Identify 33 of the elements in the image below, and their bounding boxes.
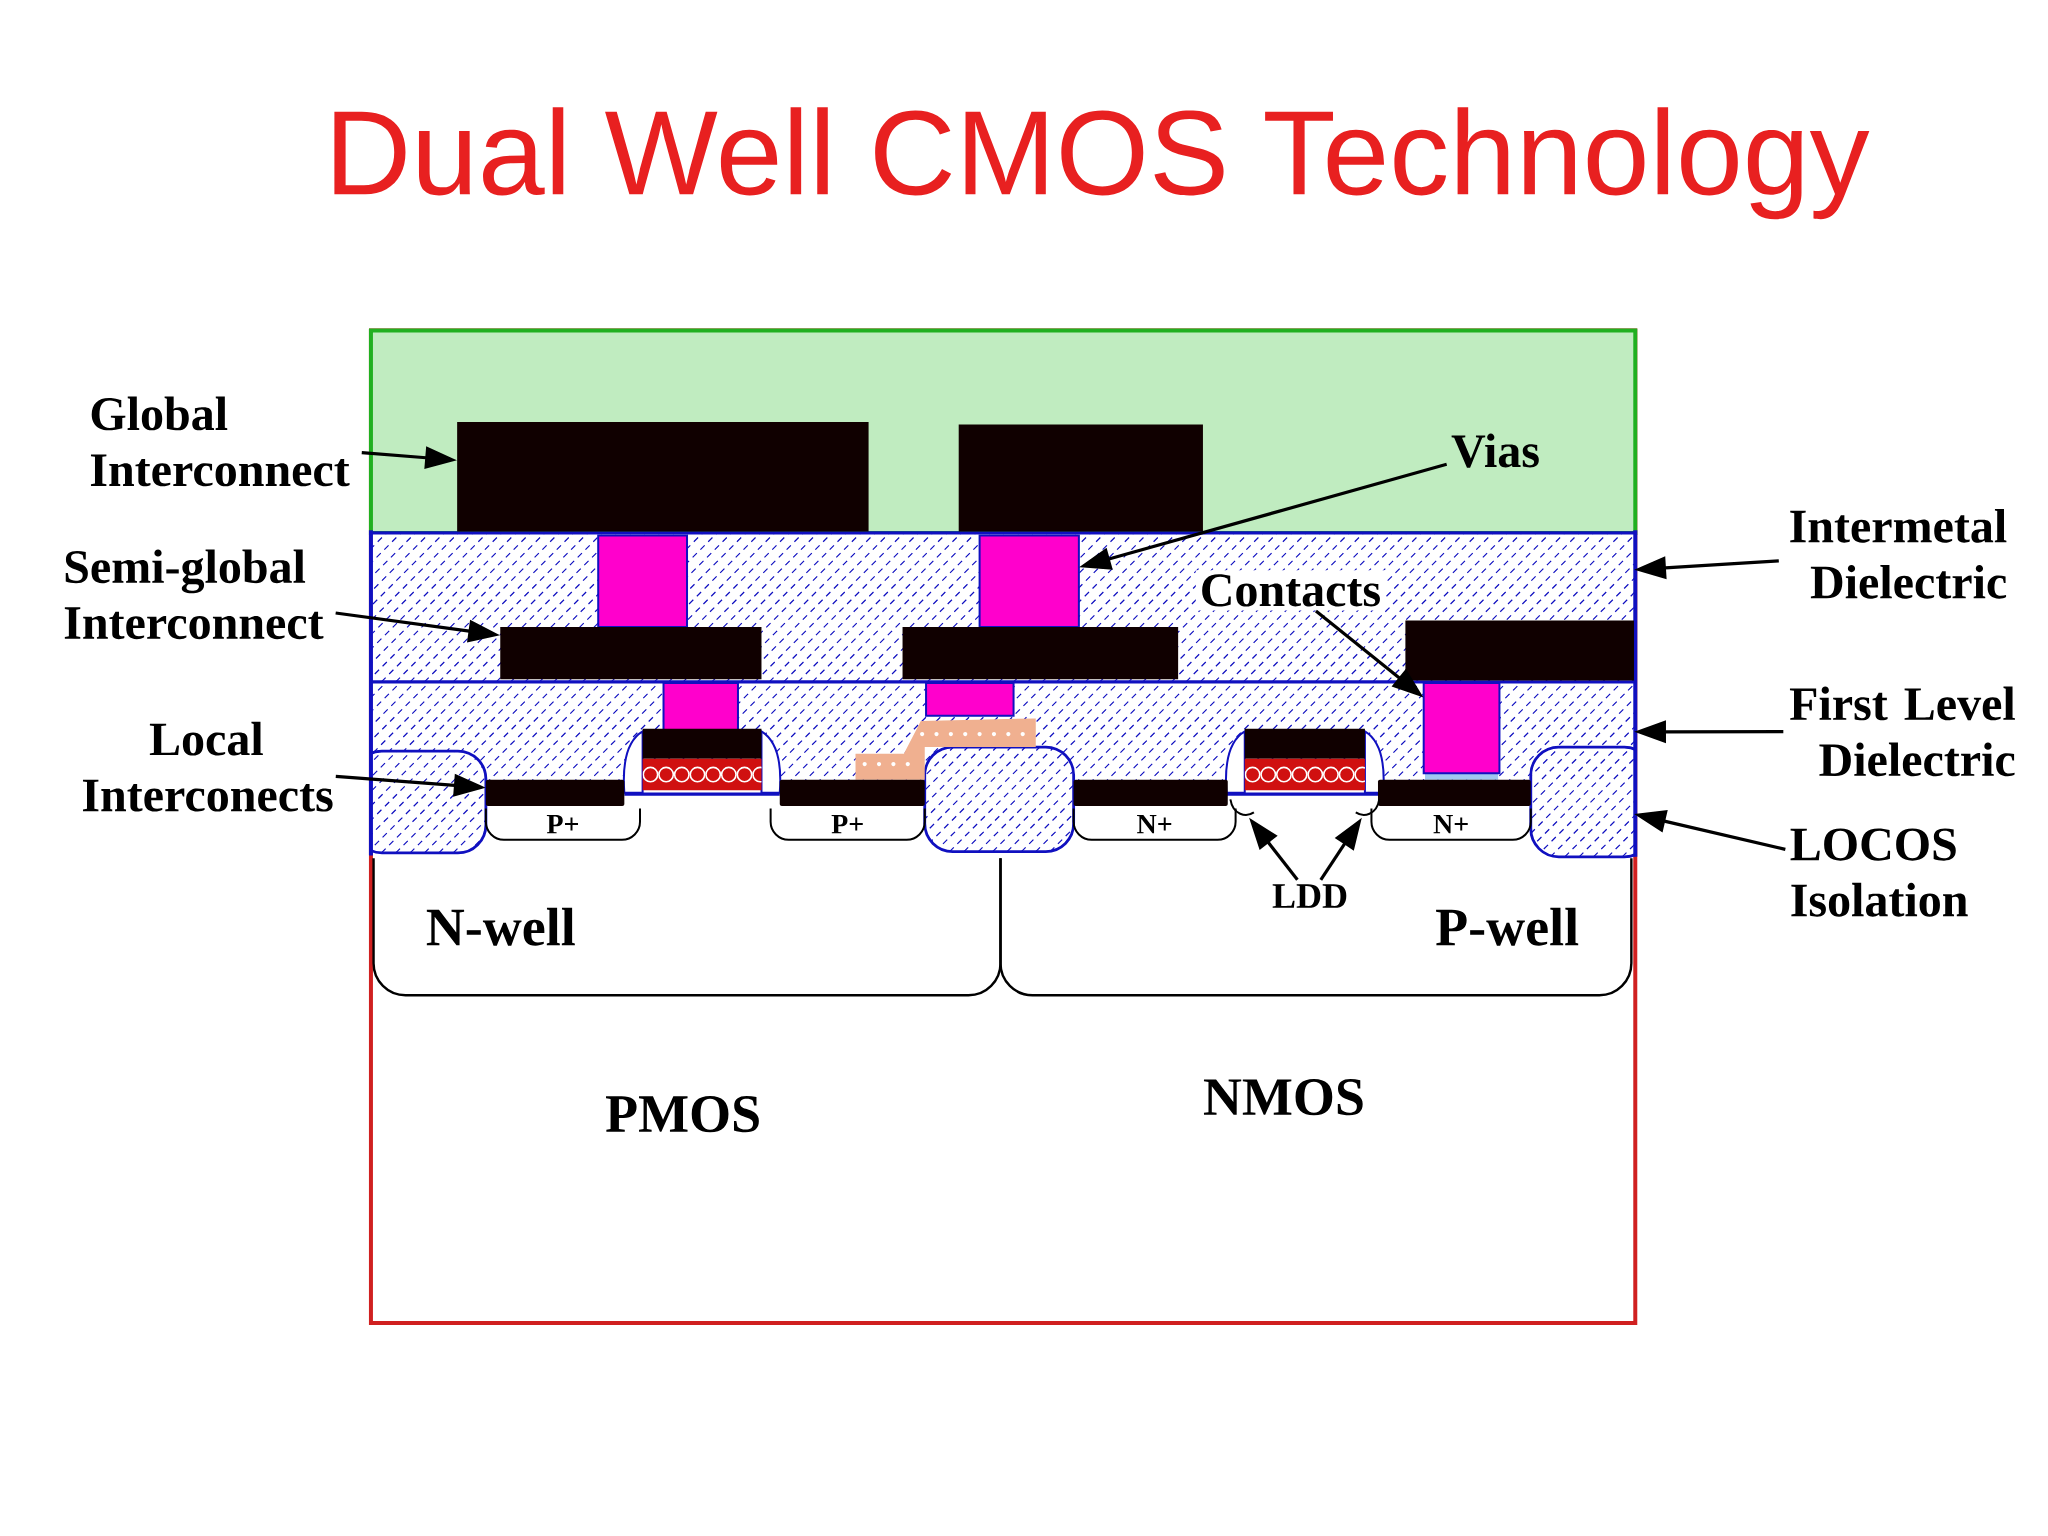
local-interconnect — [855, 718, 1036, 780]
gate-stack — [1225, 728, 1385, 796]
junction-region: P+ — [484, 807, 641, 841]
gate-stack — [622, 728, 782, 796]
junction-region: P+ — [769, 807, 926, 841]
callout-label: LDD — [1272, 884, 1347, 908]
callout-label: Vias — [1451, 433, 1539, 468]
contact — [925, 682, 1015, 717]
locos-oxide — [370, 749, 488, 855]
callout-label: Global Interconnect — [90, 396, 350, 487]
transistor-label: PMOS — [606, 1096, 759, 1133]
via — [978, 534, 1080, 628]
ldd-region — [1229, 798, 1255, 816]
via — [597, 534, 688, 628]
transistor-label: NMOS — [1203, 1079, 1363, 1116]
junction-region: N+ — [1072, 807, 1237, 841]
callout-label: Intermetal Dielectric — [1790, 508, 2007, 599]
locos-oxide — [923, 745, 1076, 853]
silicide-layer — [779, 779, 925, 806]
contact — [1422, 682, 1501, 780]
ldd-region — [1354, 798, 1381, 816]
callout-label: Local Interconects — [83, 721, 333, 812]
callout-label: Semi-global Interconnect — [64, 549, 324, 640]
silicide-layer — [485, 779, 625, 806]
callout-label: LOCOS Isolation — [1790, 828, 1968, 917]
callout-label: Contacts — [1195, 570, 1386, 611]
silicide-layer — [1378, 779, 1531, 806]
title: Dual Well CMOS Technology — [334, 107, 1870, 220]
junction-region: N+ — [1370, 807, 1532, 841]
locos-oxide — [1529, 745, 1636, 859]
silicide-layer — [1073, 779, 1228, 806]
well-region: N-well — [372, 858, 1002, 997]
callout-label: First Level Dielectric — [1789, 686, 2015, 777]
